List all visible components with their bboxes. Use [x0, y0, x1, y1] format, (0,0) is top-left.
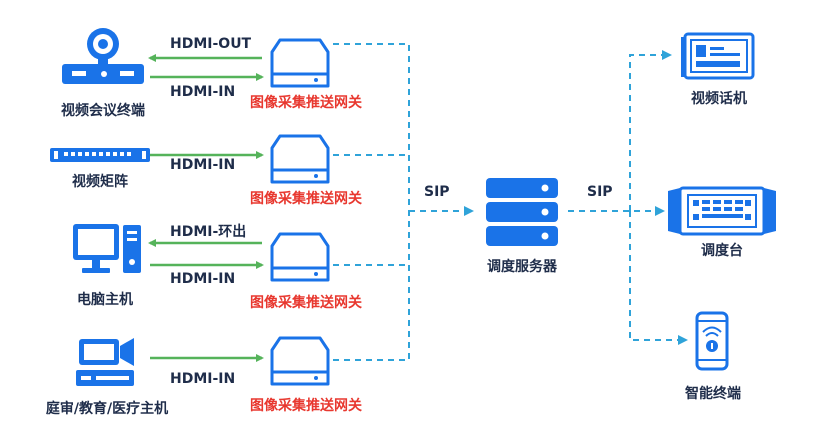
endpoint-label-smart-terminal: 智能终端 [685, 386, 741, 402]
link-label-row1-in: HDMI-IN [170, 84, 236, 100]
gateway-label-1: 图像采集推送网关 [250, 95, 362, 111]
gateway-box-3 [270, 232, 330, 282]
gateway-box-4 [270, 336, 330, 386]
dispatch-console-icon [668, 186, 776, 236]
source-label-conference-terminal: 视频会议终端 [61, 103, 145, 119]
source-label-video-matrix: 视频矩阵 [72, 174, 128, 190]
source-label-camera-host: 庭审/教育/医疗主机 [45, 401, 169, 417]
gateway-box-2 [270, 134, 330, 184]
endpoint-label-video-phone: 视频话机 [691, 91, 747, 107]
video-phone-icon [681, 32, 755, 80]
link-label-row3-in: HDMI-IN [170, 271, 236, 287]
link-label-row4-in: HDMI-IN [170, 371, 236, 387]
computer-host-icon [73, 224, 141, 273]
gateway-box-1 [270, 38, 330, 88]
dash-gw1 [333, 43, 410, 360]
server-icon [486, 178, 558, 246]
smart-terminal-icon [695, 311, 729, 371]
link-label-row1-out: HDMI-OUT [170, 36, 252, 52]
conference-terminal-icon [62, 28, 144, 84]
gateway-label-4: 图像采集推送网关 [250, 398, 362, 414]
source-label-computer-host: 电脑主机 [77, 292, 133, 308]
camera-host-icon [76, 338, 134, 386]
dash-to-video-phone [629, 50, 672, 211]
link-label-row2-in: HDMI-IN [170, 157, 236, 173]
dash-to-smart-terminal [629, 211, 688, 345]
protocol-label-left: SIP [424, 184, 450, 200]
endpoint-label-dispatch-console: 调度台 [701, 243, 743, 259]
server-label: 调度服务器 [487, 259, 557, 275]
gateway-label-3: 图像采集推送网关 [250, 295, 362, 311]
gateway-label-2: 图像采集推送网关 [250, 191, 362, 207]
video-matrix-icon [50, 148, 150, 162]
protocol-label-right: SIP [587, 184, 613, 200]
link-label-row3-out: HDMI-环出 [170, 224, 247, 240]
